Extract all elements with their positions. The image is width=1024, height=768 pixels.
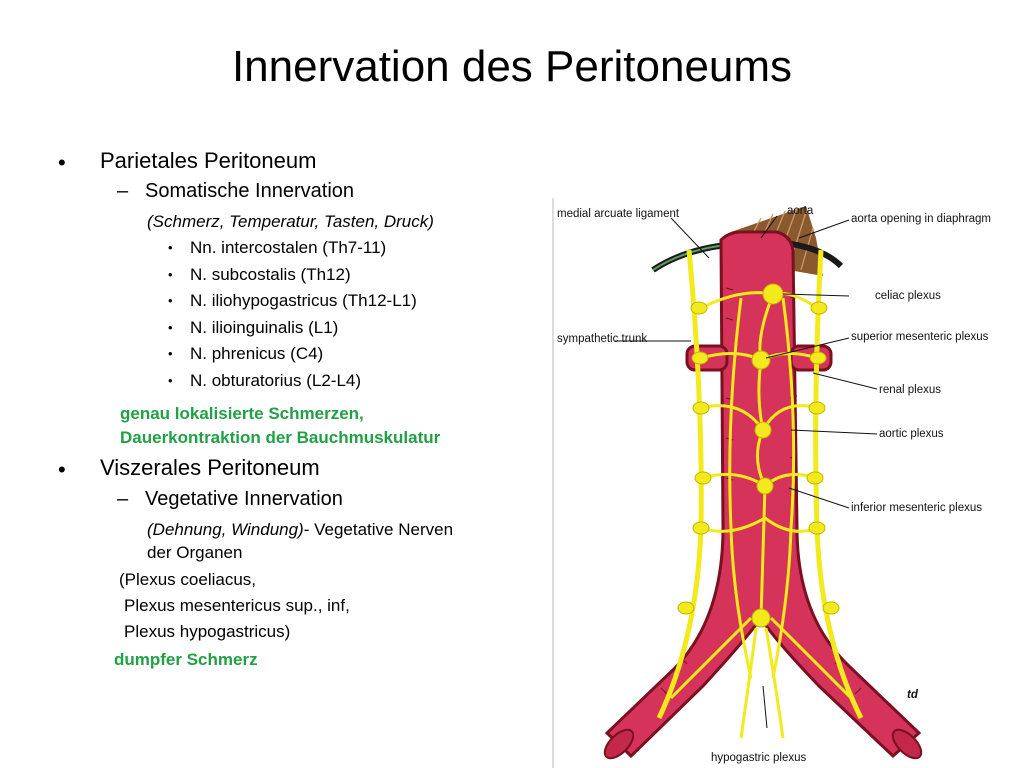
bullet-dot: • [58, 457, 66, 482]
label-aorta: aorta [787, 205, 814, 217]
bullet-dot: • [168, 320, 173, 335]
parietal-highlight-2: Dauerkontraktion der Bauchmuskulatur [120, 428, 441, 447]
plexus-item: Plexus hypogastricus) [124, 622, 291, 641]
bullet-dot: • [168, 267, 173, 282]
artist-signature: td [907, 689, 919, 701]
label-hypogastric-plexus: hypogastric plexus [711, 752, 806, 764]
dash-bullet: – [117, 180, 129, 202]
iliac-end-left [603, 728, 635, 760]
aorta-innervation-diagram: medial arcuate ligament aorta aorta open… [551, 198, 1024, 768]
nerve-item: N. ilioinguinalis (L1) [190, 318, 339, 337]
dash-bullet: – [117, 488, 129, 510]
label-renal-plexus: renal plexus [879, 384, 941, 396]
bullet-dot: • [168, 346, 173, 361]
label-medial-arcuate-ligament: medial arcuate ligament [557, 208, 680, 220]
nerve-item: N. iliohypogastricus (Th12-L1) [190, 291, 417, 310]
visceral-note-italic: (Dehnung, Windung) [147, 520, 304, 539]
visceral-sub: Vegetative Innervation [145, 488, 343, 510]
bullet-dot: • [168, 373, 173, 388]
parietal-highlight-1: genau lokalisierte Schmerzen, [120, 404, 364, 423]
label-aorta-opening: aorta opening in diaphragm [851, 213, 991, 225]
bullet-dot: • [168, 240, 173, 255]
visceral-heading: Viszerales Peritoneum [100, 455, 320, 480]
visceral-note-rest: - Vegetative Nerven [303, 520, 454, 539]
label-superior-mesenteric-plexus: superior mesenteric plexus [851, 331, 989, 343]
label-celiac-plexus: celiac plexus [875, 290, 941, 302]
nerve-item: N. phrenicus (C4) [190, 344, 324, 363]
parietal-sub: Somatische Innervation [145, 180, 355, 202]
nerve-item: N. obturatorius (L2-L4) [190, 371, 362, 390]
nerve-item: Nn. intercostalen (Th7-11) [190, 238, 387, 257]
leader-lines [615, 215, 878, 729]
label-sympathetic-trunk: sympathetic trunk [557, 333, 647, 345]
label-aortic-plexus: aortic plexus [879, 428, 944, 440]
bullet-dot: • [58, 150, 66, 175]
bullet-dot: • [168, 293, 173, 308]
visceral-note: (Dehnung, Windung)- Vegetative Nerven [147, 520, 453, 540]
visceral-highlight: dumpfer Schmerz [114, 650, 258, 669]
iliac-end-right [891, 728, 923, 760]
parietal-heading: Parietales Peritoneum [100, 148, 317, 173]
parietal-note: (Schmerz, Temperatur, Tasten, Druck) [147, 212, 434, 231]
ganglia [677, 283, 840, 628]
nerve-item: N. subcostalis (Th12) [190, 265, 351, 284]
label-inferior-mesenteric-plexus: inferior mesenteric plexus [851, 502, 982, 514]
visceral-note-line2: der Organen [147, 543, 243, 562]
plexus-item: Plexus mesentericus sup., inf, [124, 596, 350, 615]
page-title: Innervation des Peritoneums [231, 42, 793, 91]
plexus-item: (Plexus coeliacus, [119, 570, 257, 589]
